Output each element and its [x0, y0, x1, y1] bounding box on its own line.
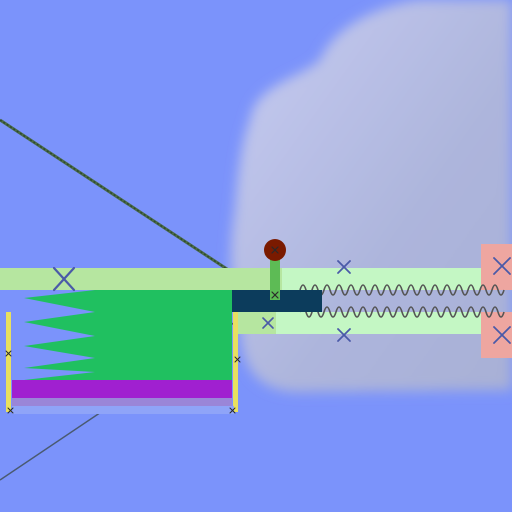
pink-block-top [481, 244, 512, 290]
pink-block-bottom [481, 312, 512, 358]
marker-icon [271, 291, 279, 299]
marker-icon [5, 350, 12, 357]
rail-spring-top [299, 284, 505, 296]
upper-beam [0, 268, 282, 290]
navy-block [232, 290, 322, 312]
marker-icon [493, 326, 511, 344]
marker-icon [271, 246, 279, 254]
purple-bar [12, 380, 232, 398]
marker-icon [52, 266, 76, 292]
base-strip [12, 406, 234, 414]
marker-icon [234, 356, 241, 363]
diagonal-spring [0, 118, 263, 294]
marker-icon [7, 407, 236, 414]
green-sawtooth-block [24, 290, 232, 382]
purple-bar-shadow [12, 398, 232, 406]
green-stick [270, 258, 280, 300]
marker-icon [337, 260, 351, 274]
right-rail-bottom [236, 312, 487, 334]
marker-icon [337, 328, 351, 342]
right-rail-bottom-left [236, 312, 276, 334]
marker-icon [262, 317, 274, 329]
yellow-post-left [6, 312, 11, 412]
rail-spring-bottom [299, 306, 505, 318]
marker-icon [493, 257, 511, 275]
